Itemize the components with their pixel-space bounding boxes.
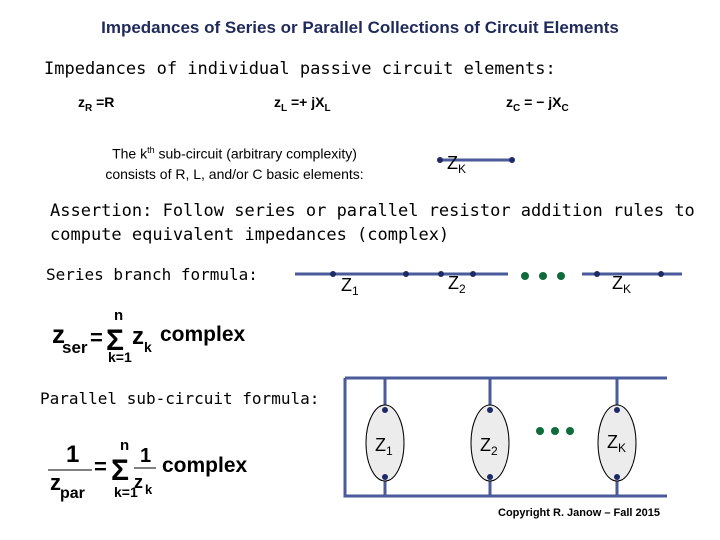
branch-ellipse-2: [470, 404, 510, 482]
branch-node: [382, 407, 388, 413]
zk-node-right: [509, 157, 515, 163]
branch-ellipse-k: [597, 404, 637, 482]
term-num: 1: [140, 445, 151, 467]
ellipsis-dot: [539, 272, 547, 280]
parallel-bottom-rail: [343, 378, 667, 498]
term-sub: k: [145, 482, 153, 497]
sigma-top: n: [114, 307, 123, 324]
formula-word: complex: [162, 454, 248, 477]
series-node: [330, 271, 336, 277]
eq-rhs: =R: [92, 94, 115, 110]
series-formula: z ser = n Σ k=1 z k complex: [52, 307, 246, 365]
formula-lhs: z: [52, 319, 65, 349]
series-chain: Z1 Z2 ZK: [295, 271, 682, 298]
eq-lhs-sub: L: [281, 102, 288, 114]
capacitor-equation: zC = − jXC: [506, 94, 569, 114]
series-z1-label: Z1: [341, 275, 359, 298]
page-title: Impedances of Series or Parallel Collect…: [101, 18, 619, 37]
sigma-symbol: Σ: [106, 324, 124, 357]
formula-equals: =: [94, 454, 107, 479]
zk-label: ZK: [447, 153, 466, 176]
assertion-line2: compute equivalent impedances (complex): [50, 225, 450, 245]
eq-lhs-sub: R: [85, 102, 93, 114]
subcircuit-note: The kth sub-circuit (arbitrary complexit…: [62, 140, 407, 184]
eq-rhs-sub: L: [324, 102, 331, 114]
subcircuit-note-line2: consists of R, L, and/or C basic element…: [105, 165, 364, 182]
series-node: [470, 271, 476, 277]
parallel-z1-label: Z1: [375, 435, 393, 458]
resistor-equation: zR =R: [78, 94, 114, 114]
eq-rhs: = − jX: [520, 94, 562, 110]
intro-text: Impedances of individual passive circuit…: [44, 59, 556, 79]
series-node: [658, 271, 664, 277]
note-text-a: The k: [112, 145, 148, 162]
ellipsis-dot: [521, 272, 529, 280]
parallel-zk-label: ZK: [607, 432, 626, 455]
parallel-formula: 1 z par = n Σ k=1 1 z k complex: [48, 437, 248, 502]
ellipsis-dot: [557, 272, 565, 280]
assertion-line1: Assertion: Follow series or parallel res…: [50, 201, 695, 221]
eq-lhs: z: [506, 94, 513, 110]
ellipsis-dot: [551, 427, 559, 435]
formula-equals: =: [90, 325, 103, 350]
eq-lhs: z: [78, 94, 85, 110]
subcircuit-note-line1: The kth sub-circuit (arbitrary complexit…: [62, 140, 407, 164]
branch-node: [614, 474, 620, 480]
assertion-text: Assertion: Follow series or parallel res…: [50, 199, 695, 247]
eq-lhs-sub: C: [513, 102, 521, 114]
series-zk-label: ZK: [612, 273, 631, 296]
note-sup: th: [147, 145, 155, 155]
parallel-ladder: Z1 Z2 ZK: [343, 376, 667, 498]
formula-term-sub: k: [144, 339, 152, 355]
eq-rhs: =+ jX: [287, 94, 325, 110]
series-node: [594, 271, 600, 277]
sigma-bottom: k=1: [108, 349, 132, 365]
formula-lhs-sub: ser: [62, 338, 88, 357]
branch-node: [487, 407, 493, 413]
frac-den-sub: par: [60, 485, 85, 502]
zk-element: ZK: [437, 153, 515, 176]
series-label: Series branch formula:: [46, 265, 258, 284]
sigma-top: n: [120, 437, 129, 454]
eq-lhs: z: [274, 94, 281, 110]
frac-den: z: [50, 470, 61, 495]
formula-term: z: [132, 323, 144, 350]
sigma-bottom: k=1: [114, 484, 138, 500]
branch-node: [614, 407, 620, 413]
eq-rhs-sub: C: [561, 102, 569, 114]
zk-node-left: [437, 157, 443, 163]
formula-word: complex: [160, 323, 246, 346]
branch-node: [487, 474, 493, 480]
frac-num: 1: [66, 441, 79, 468]
note-text-b: sub-circuit (arbitrary complexity): [154, 145, 357, 162]
branch-node: [382, 474, 388, 480]
parallel-label: Parallel sub-circuit formula:: [40, 389, 320, 408]
series-node: [438, 271, 444, 277]
branch-ellipse-1: [365, 404, 405, 482]
sigma-symbol: Σ: [111, 454, 129, 487]
ellipsis-dot: [536, 427, 544, 435]
series-node: [403, 271, 409, 277]
copyright: Copyright R. Janow – Fall 2015: [498, 507, 660, 519]
inductor-equation: zL =+ jXL: [274, 94, 331, 114]
parallel-z2-label: Z2: [480, 435, 498, 458]
term-den: z: [134, 472, 143, 492]
series-z2-label: Z2: [448, 273, 466, 296]
ellipsis-dot: [566, 427, 574, 435]
